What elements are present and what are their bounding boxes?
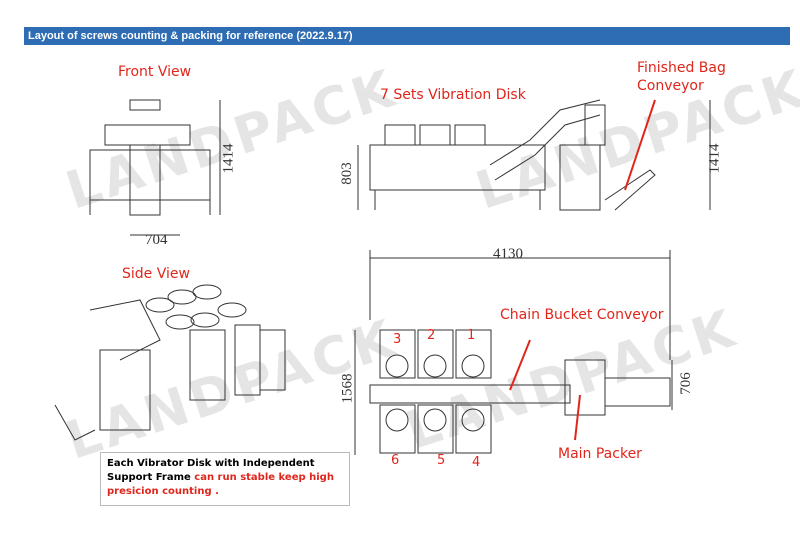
dimension-top-width: 1568	[339, 373, 356, 404]
front-view-drawing	[89, 99, 221, 236]
dimension-side-height-right: 1414	[706, 143, 723, 174]
page-title: Layout of screws counting & packing for …	[28, 30, 353, 42]
disk-number: 2	[427, 328, 436, 343]
dimension-packer-width: 706	[677, 372, 694, 395]
dimension-side-height-left: 803	[338, 162, 355, 185]
finished-bag-label: Finished Bag	[637, 60, 726, 76]
chain-bucket-conveyor-label: Chain Bucket Conveyor	[500, 307, 664, 323]
dimension-front-height: 1414	[220, 143, 237, 174]
vibration-disk-label: 7 Sets Vibration Disk	[380, 87, 526, 103]
note-text: Each Vibrator Disk with Independent Supp…	[107, 458, 315, 483]
dimension-front-width: 704	[145, 232, 168, 248]
main-packer-label: Main Packer	[558, 446, 642, 462]
disk-number: 4	[472, 455, 481, 470]
page-title-bar: Layout of screws counting & packing for …	[24, 27, 790, 45]
dimension-top-length: 4130	[493, 246, 523, 262]
annotation-arrows	[509, 99, 656, 441]
side-view-drawing	[357, 99, 711, 211]
isometric-drawing	[54, 284, 286, 441]
disk-number: 6	[391, 453, 400, 468]
note-box: Each Vibrator Disk with Independent Supp…	[100, 452, 350, 506]
disk-number: 1	[467, 328, 476, 343]
side-view-label: Side View	[122, 266, 190, 282]
conveyor-label: Conveyor	[637, 78, 704, 94]
note-highlight: can run stable keep high presicion count…	[107, 472, 334, 497]
front-view-label: Front View	[118, 64, 192, 80]
disk-number: 3	[393, 332, 402, 347]
disk-number: 5	[437, 453, 446, 468]
top-view-drawing	[354, 250, 673, 455]
